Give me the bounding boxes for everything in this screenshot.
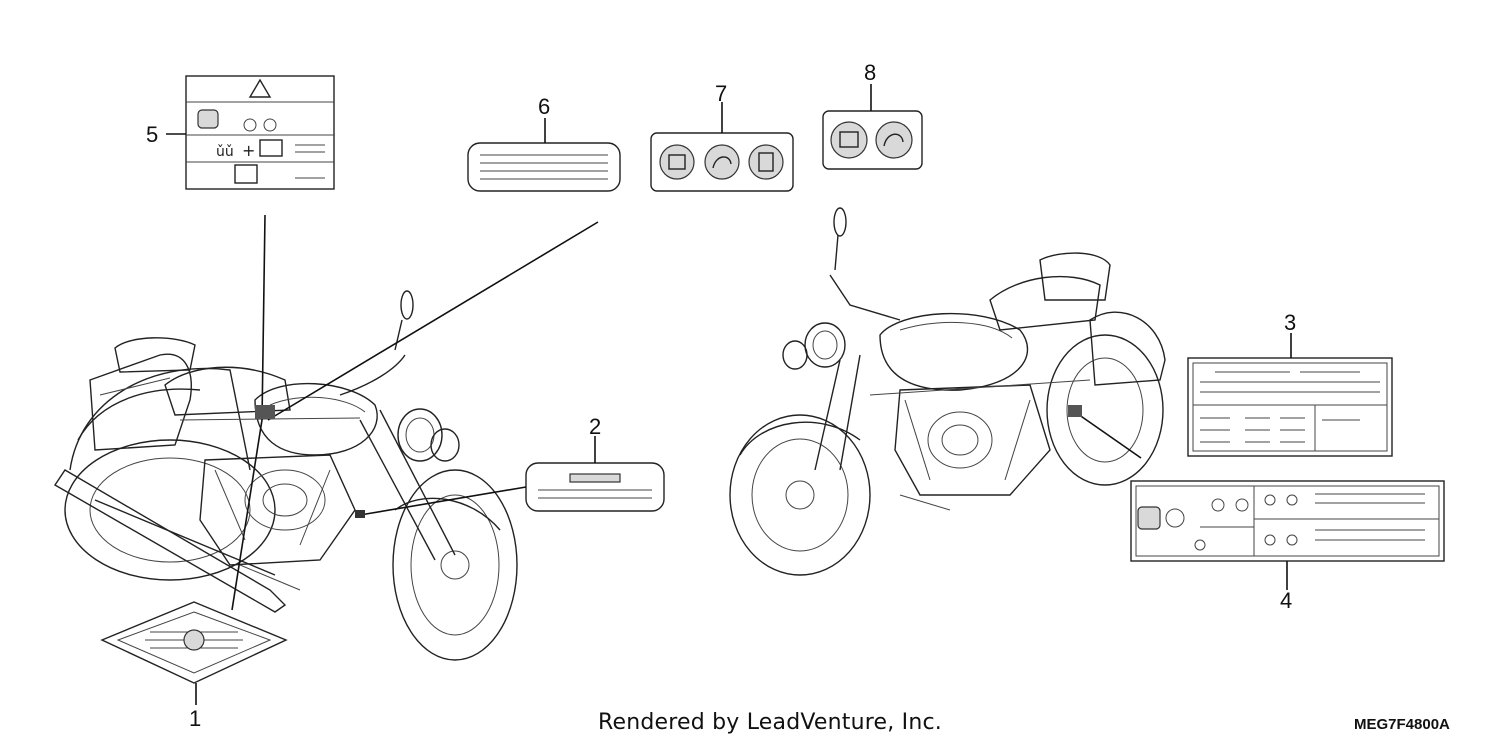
- diagram-code: MEG7F4800A: [1354, 716, 1450, 733]
- callout-8: 8: [864, 60, 877, 85]
- svg-text:ǔǔ: ǔǔ: [216, 144, 234, 160]
- callout-5: 5: [146, 122, 159, 147]
- callout-2: 2: [589, 414, 602, 439]
- motorcycle-left: [54, 290, 518, 661]
- label-7: [650, 132, 794, 192]
- label-3: [1187, 357, 1393, 457]
- label-4: [1130, 480, 1445, 562]
- callout-1: 1: [189, 706, 202, 731]
- callout-4: 4: [1280, 588, 1293, 613]
- callout-3: 3: [1284, 310, 1297, 335]
- label-5-warning: ǔǔ +: [185, 75, 335, 190]
- label-1: [100, 601, 288, 684]
- label-2: [525, 462, 665, 512]
- callout-6: 6: [538, 94, 551, 119]
- label-6: [467, 142, 621, 192]
- label-8: [822, 110, 923, 170]
- svg-text:+: +: [242, 141, 255, 160]
- render-credit: Rendered by LeadVenture, Inc.: [598, 710, 942, 735]
- leader-lines: [166, 84, 1292, 705]
- callout-7: 7: [715, 81, 728, 106]
- motorcycle-right: [729, 207, 1166, 576]
